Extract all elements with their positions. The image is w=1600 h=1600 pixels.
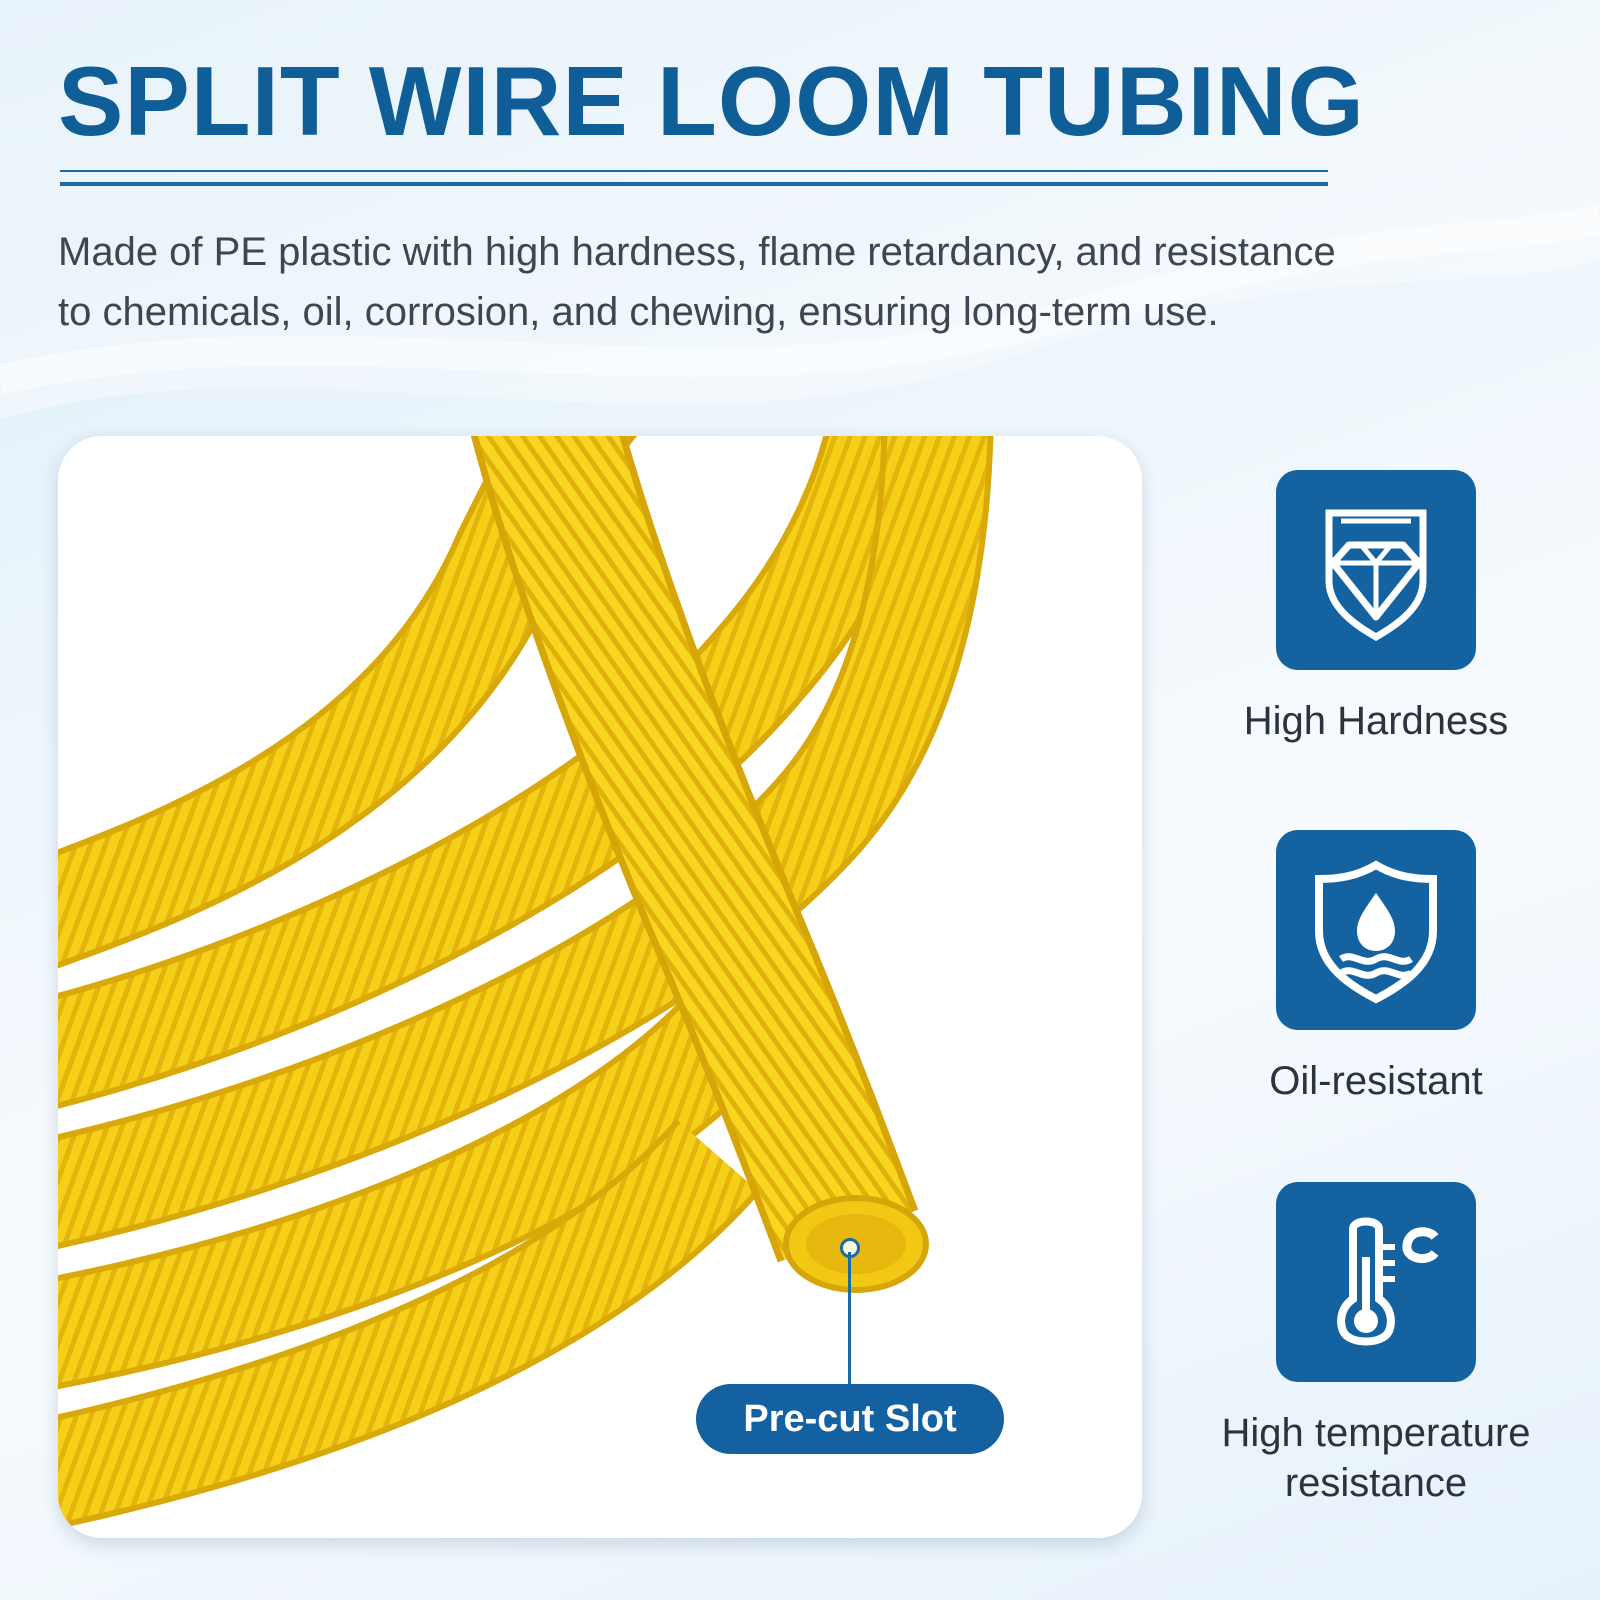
feature-oil-resistant: Oil-resistant (1166, 830, 1586, 1106)
shield-diamond-icon (1325, 509, 1427, 642)
pre-cut-slot-label: Pre-cut Slot (696, 1384, 1004, 1454)
feature-high-hardness: High Hardness (1166, 470, 1586, 746)
feature-label: High Hardness (1243, 699, 1509, 743)
title-underline-thin (60, 170, 1328, 172)
thermometer-celsius-icon (1337, 1217, 1439, 1346)
feature-high-temperature: High temperature resistance (1166, 1182, 1586, 1508)
page-title: SPLIT WIRE LOOM TUBING (58, 46, 1365, 156)
shield-oil-drop-icon (1315, 860, 1437, 1004)
feature-label: Oil-resistant (1269, 1059, 1483, 1103)
feature-tile (1276, 830, 1476, 1030)
product-photo (58, 436, 1142, 1538)
feature-label: High temperature resistance (1221, 1411, 1531, 1505)
yellow-tubing-illustration (58, 436, 994, 1529)
feature-tile (1276, 470, 1476, 670)
product-description: Made of PE plastic with high hardness, f… (58, 230, 1336, 334)
callout-pointer-line (848, 1252, 851, 1384)
feature-tile (1276, 1182, 1476, 1382)
title-underline-thick (60, 182, 1328, 186)
